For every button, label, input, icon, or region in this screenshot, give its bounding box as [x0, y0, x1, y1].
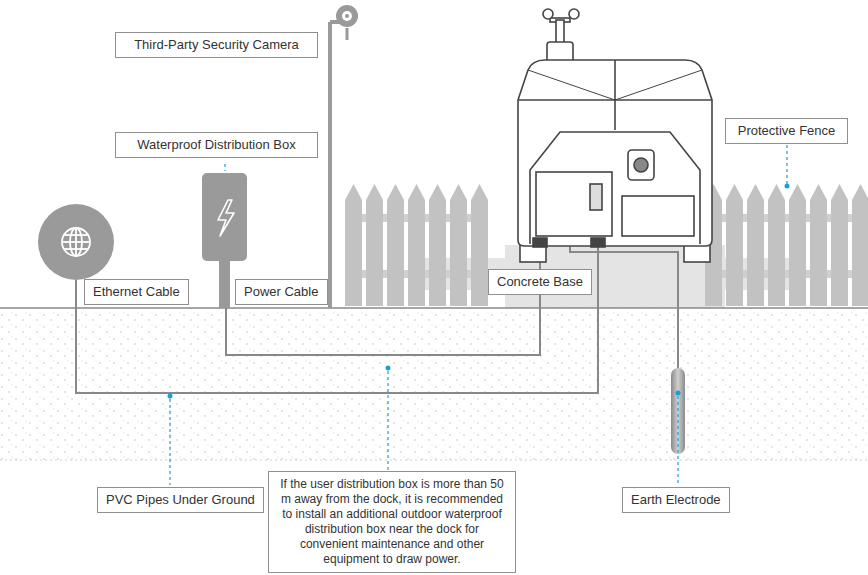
label-text: Earth Electrode	[631, 492, 721, 508]
soil	[0, 308, 868, 460]
power-port	[533, 238, 547, 247]
ethernet-port	[591, 238, 605, 247]
anemometer-cup	[569, 9, 579, 19]
anemometer-cup	[543, 9, 553, 19]
camera-mount	[346, 28, 349, 40]
ethernet-cable	[76, 245, 598, 393]
fence-picket	[429, 184, 446, 306]
dock-button	[634, 158, 648, 172]
dock-seam	[528, 70, 615, 100]
camera-pole	[328, 22, 332, 308]
distribution-box	[202, 173, 247, 261]
weather-station-base	[547, 42, 573, 62]
power-cable	[226, 245, 540, 355]
leader-dots	[168, 184, 790, 399]
earth-wire	[570, 246, 678, 372]
lightning-icon	[218, 200, 234, 236]
fence-picket	[768, 184, 785, 306]
dock-seam	[614, 60, 616, 130]
label-box: PVC Pipes Under Ground	[97, 487, 264, 513]
dock-seam	[615, 70, 702, 100]
label-text: Concrete Base	[497, 274, 583, 290]
label-text: Waterproof Distribution Box	[124, 137, 309, 153]
label-box: Protective Fence	[725, 118, 848, 144]
label-box: Power Cable	[235, 279, 328, 305]
label-box: Ethernet Cable	[84, 279, 189, 305]
label-text: Protective Fence	[734, 123, 839, 139]
fence-picket	[810, 184, 827, 306]
label-text: PVC Pipes Under Ground	[106, 492, 255, 508]
dock-button-housing	[628, 150, 654, 180]
label-box: Waterproof Distribution Box	[115, 132, 318, 158]
label-text: Power Cable	[244, 284, 319, 300]
label-box: Earth Electrode	[622, 487, 730, 513]
label-box: Third-Party Security Camera	[115, 32, 318, 58]
fence-picket	[852, 184, 868, 306]
fence-picket	[471, 184, 488, 306]
fence-picket	[789, 184, 806, 306]
fence-picket	[450, 184, 467, 306]
label-box: Concrete Base	[488, 269, 592, 295]
dock-front-frame	[530, 132, 700, 244]
fence-picket	[747, 184, 764, 306]
label-text: Third-Party Security Camera	[124, 37, 309, 53]
dock-door	[536, 172, 612, 236]
dock	[518, 9, 712, 262]
fence-picket	[366, 184, 383, 306]
globe-icon	[62, 228, 90, 256]
network-symbol	[38, 204, 114, 280]
fence-picket	[831, 184, 848, 306]
box-post	[219, 255, 230, 308]
dock-vent-panel	[622, 196, 694, 236]
note-box: If the user distribution box is more tha…	[268, 471, 516, 573]
camera-lens	[345, 14, 349, 18]
fence-picket	[345, 184, 362, 306]
leader-lines	[170, 145, 787, 485]
label-text: If the user distribution box is more tha…	[277, 477, 507, 567]
fence-picket	[408, 184, 425, 306]
fence-picket	[726, 184, 743, 306]
soil-edge	[0, 460, 868, 461]
security-camera	[336, 5, 358, 27]
label-text: Ethernet Cable	[93, 284, 180, 300]
camera-lens	[342, 11, 352, 21]
ground-line	[0, 307, 868, 309]
fence-picket	[387, 184, 404, 306]
dock-body	[518, 60, 712, 246]
door-handle	[590, 184, 602, 210]
